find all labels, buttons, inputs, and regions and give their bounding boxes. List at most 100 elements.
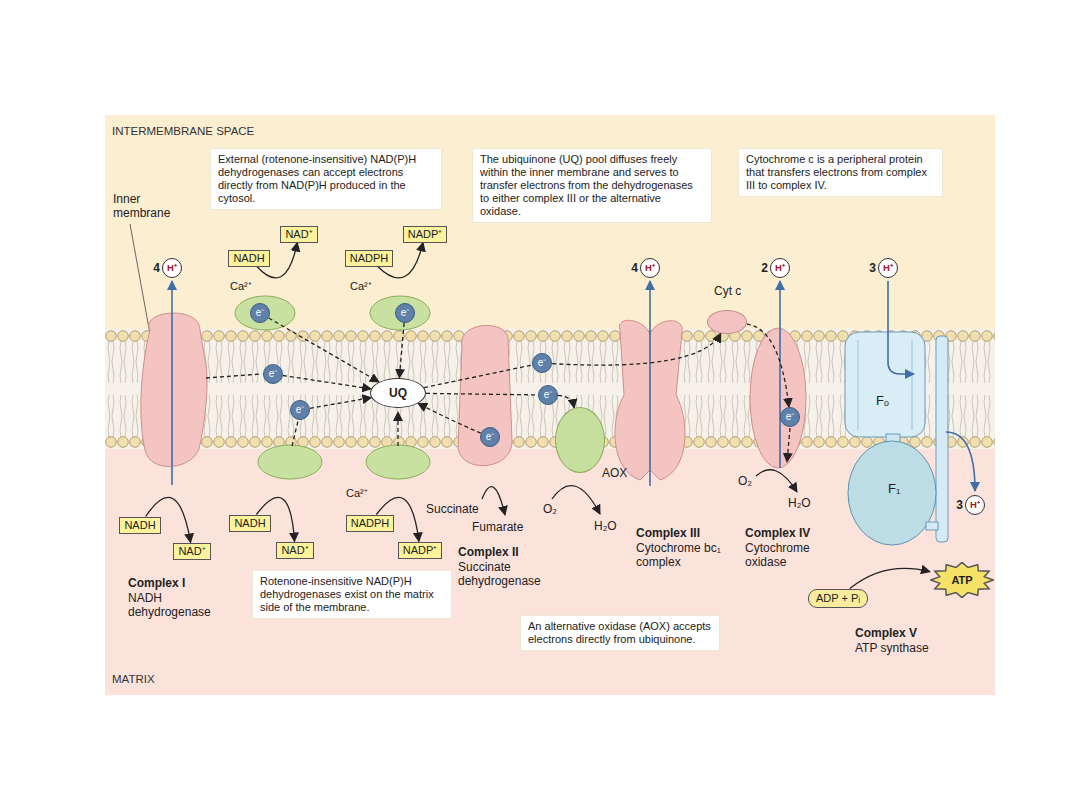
alternative-oxidase: AOX [555,407,605,473]
metabolite-box: NADP⁺ [403,226,448,243]
electron-marker: e⁻ [250,303,270,323]
metabolite-box: NADP⁺ [398,542,443,559]
electron-transfer-arrow [310,398,372,409]
diagram-label: Complex V [855,626,917,640]
proton-marker: 3H⁺ [869,258,898,278]
node-text: NADPH [351,517,390,529]
metabolite-box: NADH [228,250,269,267]
diagram-label: MATRIX [112,672,155,686]
metabolite-box: NAD⁺ [173,543,210,560]
node-text: H⁺ [640,258,660,278]
diagram-label: O₂ [738,474,752,488]
electron-marker: e⁻ [538,385,558,405]
diagram-label: Ca²⁺ [350,279,372,293]
node-text: e⁻ [786,411,795,422]
metabolite-box: NAD⁺ [276,542,313,559]
diagram-label: Cytochrome oxidase [745,541,827,569]
diagram-label: Inner membrane [113,192,185,220]
diagram-label: Fₒ [876,394,889,408]
diagram-label: Cytochrome bc₁ complex [636,541,732,569]
node-text: Cytochrome c is a peripheral protein tha… [746,153,935,192]
diagram-label: H₂O [594,519,617,533]
ubiquinone-pool: UQ [370,378,426,408]
metabolite-box: NADPH [345,250,394,267]
reaction-arrow [850,568,930,588]
node-text: NADP⁺ [408,228,443,240]
diagram-label: Complex III [636,526,700,540]
node-text: e⁻ [269,368,278,379]
node-text: 2 [761,261,768,275]
node-text: NAD⁺ [285,228,312,240]
electron-transfer-arrow [418,403,481,433]
electron-transfer-arrow [269,318,379,382]
diagram-label: Complex IV [745,526,810,540]
proton-marker: 3H⁺ [956,495,985,515]
node-text: H⁺ [965,495,985,515]
node-text: e⁻ [538,357,547,368]
diagram-label: Succinate [426,502,479,516]
electron-transfer-arrow [424,365,532,388]
burst-outline [931,562,994,597]
node-text: NADH [234,517,265,529]
diagram-label: F₁ [888,482,900,496]
diagram-label: Fumarate [472,520,523,534]
diagram-label: O₂ [543,502,557,516]
atp-burst: ATP [930,562,994,598]
proton-marker: 4H⁺ [153,258,182,278]
cytochrome-c: Cyt c [707,310,747,334]
electron-marker: e⁻ [290,400,310,420]
node-text: NADH [124,519,155,531]
node-text: H⁺ [770,258,790,278]
node-text: An alternative oxidase (AOX) accepts ele… [528,620,712,646]
node-text: 3 [869,261,876,275]
electron-marker: e⁻ [532,353,552,373]
callout-note: External (rotenone-insensitive) NAD(P)H … [210,148,442,210]
metabolite-box: NAD⁺ [280,226,317,243]
callout-note: Rotenone-insensitive NAD(P)H dehydrogena… [252,570,452,619]
metabolite-box: NADH [229,515,270,532]
node-text: The ubiquinone (UQ) pool diffuses freely… [480,153,704,218]
node-text: Cyt c [714,284,741,298]
node-text: UQ [389,386,407,400]
diagram-label: ATP synthase [855,641,929,655]
electron-transfer-arrow [426,393,538,395]
node-text: e⁻ [401,307,410,318]
proton-marker: 4H⁺ [631,258,660,278]
node-text: NAD⁺ [178,545,205,557]
electron-marker: e⁻ [480,427,500,447]
node-text: AOX [602,466,627,480]
node-text: NADP⁺ [403,544,438,556]
node-text: e⁻ [296,404,305,415]
node-text: NAD⁺ [281,544,308,556]
electron-marker: e⁻ [395,303,415,323]
electron-transfer-arrow [399,323,404,378]
node-text: H⁺ [162,258,182,278]
diagram-label: Succinate dehydrogenase [458,560,558,588]
electron-transfer-arrow [283,376,371,389]
substrate-box: ADP + Pᵢ [808,589,868,608]
node-text: 3 [956,498,963,512]
node-text: NADH [233,252,264,264]
diagram-label: NADH dehydrogenase [128,591,228,619]
node-text: External (rotenone-insensitive) NAD(P)H … [218,153,434,205]
proton-marker: 2H⁺ [761,258,790,278]
electron-marker: e⁻ [263,364,283,384]
electron-transfer-arrow [558,395,574,408]
node-text: H⁺ [878,258,898,278]
node-text: 4 [631,261,638,275]
diagram-label: Complex II [458,545,519,559]
node-text: e⁻ [544,389,553,400]
node-text: e⁻ [256,307,265,318]
callout-note: The ubiquinone (UQ) pool diffuses freely… [472,148,712,223]
callout-note: An alternative oxidase (AOX) accepts ele… [520,615,720,651]
node-text: ADP + Pᵢ [816,592,860,604]
metabolite-box: NADPH [346,515,395,532]
node-text: NADPH [350,252,389,264]
diagram-label: Ca²⁺ [230,279,252,293]
diagram-label: Ca²⁺ [346,486,368,500]
callout-note: Cytochrome c is a peripheral protein tha… [738,148,943,197]
node-text: e⁻ [486,431,495,442]
diagram-label: Complex I [128,576,185,590]
node-text: Rotenone-insensitive NAD(P)H dehydrogena… [260,575,444,614]
